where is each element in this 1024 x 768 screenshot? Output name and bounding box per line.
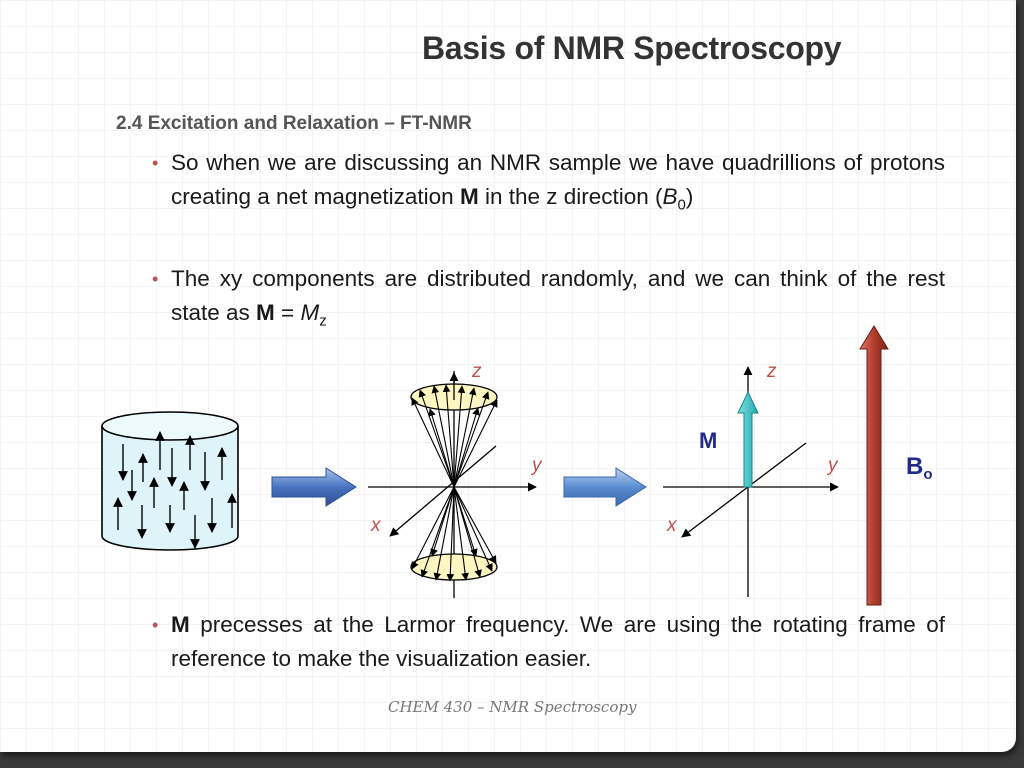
bullet-marker: • <box>152 615 159 635</box>
sample-cylinder <box>101 411 239 551</box>
nmr-diagram: z y x M z y x Bo <box>101 325 933 606</box>
net-magnetization-diagram: M z y x <box>663 361 839 597</box>
bullet-text: So when we are discussing an NMR sample … <box>171 150 945 209</box>
bullet-larmor-precession: • M precesses at the Larmor frequency. W… <box>152 608 945 676</box>
bold-m: M <box>256 300 275 325</box>
transition-arrow <box>563 467 647 507</box>
b0-label: Bo <box>906 453 933 483</box>
background-grid <box>0 0 1016 752</box>
b0-field-arrow: Bo <box>859 325 933 606</box>
bullet-text: The xy components are distributed random… <box>171 266 945 325</box>
italic-m: M <box>300 300 320 325</box>
bullet-text: ) <box>685 184 694 209</box>
bullet-text: in the z direction ( <box>478 184 663 209</box>
m-vector <box>737 390 759 488</box>
bullet-marker: • <box>152 153 159 173</box>
transition-arrow <box>271 467 357 507</box>
slide-title: Basis of NMR Spectroscopy <box>422 30 842 66</box>
z-axis-label: z <box>766 361 777 382</box>
subscript-z: z <box>319 312 327 330</box>
y-axis-label: y <box>826 455 839 476</box>
x-axis-label: x <box>666 515 678 536</box>
italic-b: B <box>662 184 678 209</box>
x-axis-label: x <box>370 515 382 536</box>
bullet-rest-state: • The xy components are distributed rand… <box>152 262 945 339</box>
bullet-net-magnetization: • So when we are discussing an NMR sampl… <box>152 146 945 223</box>
z-axis-label: z <box>471 361 482 382</box>
m-vector-label: M <box>699 428 717 453</box>
bold-m: M <box>171 612 190 637</box>
precession-cone-diagram: z y x <box>368 361 543 598</box>
subscript-zero: 0 <box>677 196 686 214</box>
bold-m: M <box>459 184 479 209</box>
section-subtitle: 2.4 Excitation and Relaxation – FT-NMR <box>116 113 472 134</box>
slide-footer: CHEM 430 – NMR Spectroscopy <box>388 698 637 716</box>
bullet-marker: • <box>152 269 159 289</box>
bullet-text: precesses at the Larmor frequency. We ar… <box>171 612 945 671</box>
slide: Basis of NMR Spectroscopy 2.4 Excitation… <box>0 0 1016 752</box>
y-axis-label: y <box>530 455 543 476</box>
bullet-text: = <box>274 300 301 325</box>
